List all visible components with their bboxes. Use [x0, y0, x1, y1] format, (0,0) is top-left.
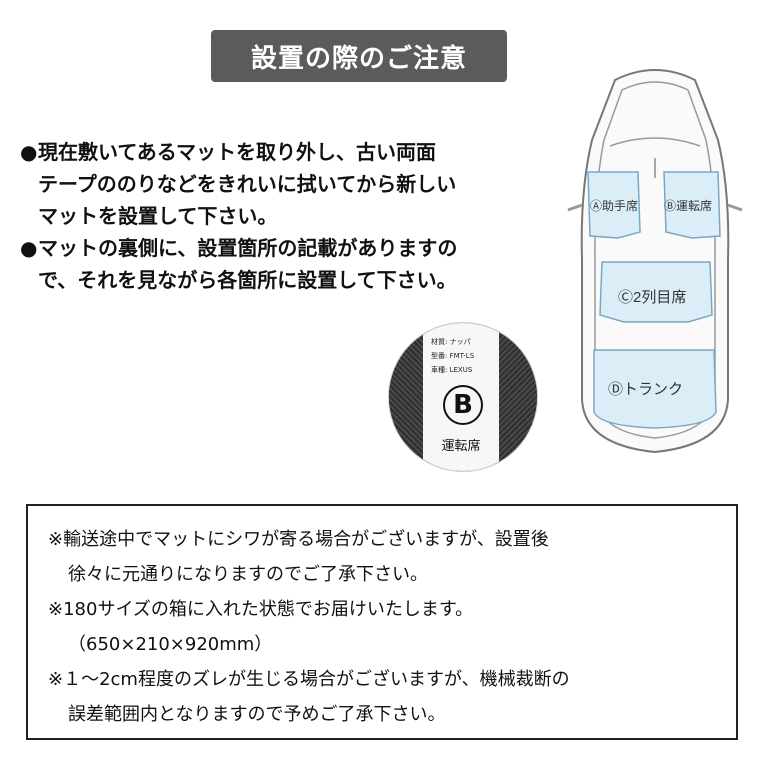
notice-line: 徐々に元通りになりますのでご了承下さい。: [68, 564, 428, 585]
car-windshield: [609, 137, 701, 147]
tag-material: 材質: ナッパ: [431, 338, 471, 346]
tag-letter: B: [443, 385, 483, 425]
tag-car: 車種: LEXUS: [431, 366, 473, 374]
notice-line: 誤差範囲内となりますので予めご了承下さい。: [68, 704, 446, 725]
mat-passenger: [587, 171, 641, 239]
instruction-line: で、それを見ながら各箇所に設置して下さい。: [38, 268, 457, 292]
carpet-texture: [499, 323, 537, 471]
mat-second-row: [599, 261, 713, 323]
notice-box: ※輸送途中でマットにシワが寄る場合がございますが、設置後 徐々に元通りになります…: [26, 504, 738, 740]
mat-label-c: Ⓒ2列目席: [618, 289, 686, 306]
instruction-line: マットを設置して下さい。: [38, 204, 278, 228]
instruction-line: テープののりなどをきれいに拭いてから新しい: [38, 172, 457, 196]
mat-label-a: Ⓐ助手席: [590, 198, 638, 213]
notice-line: （650×210×920mm）: [68, 634, 273, 655]
page-title: 設置の際のご注意: [250, 43, 467, 74]
car-mirror-left: [567, 203, 583, 212]
instruction-item: ●マットの裏側に、設置箇所の記載がありますの で、それを見ながら各箇所に設置して…: [20, 232, 580, 296]
notice-line: ※180サイズの箱に入れた状態でお届けいたします。: [48, 599, 474, 620]
notice-line: ※１〜2cm程度のズレが生じる場合がございますが、機械裁断の: [48, 669, 570, 690]
mat-back-label-photo: 材質: ナッパ 型番: FMT-LS 車種: LEXUS B 運転席: [388, 322, 538, 472]
title-banner: 設置の際のご注意: [211, 30, 507, 82]
bullet-dot: ●: [20, 140, 38, 164]
mat-label-b: Ⓑ運転席: [664, 198, 712, 213]
instruction-list: ●現在敷いてあるマットを取り外し、古い両面 テープののりなどをきれいに拭いてから…: [20, 136, 580, 296]
mat-driver: [663, 171, 721, 239]
label-tag: 材質: ナッパ 型番: FMT-LS 車種: LEXUS B 運転席: [423, 323, 499, 471]
instruction-line: マットの裏側に、設置箇所の記載がありますの: [38, 236, 458, 260]
carpet-texture: [389, 323, 423, 471]
instruction-item: ●現在敷いてあるマットを取り外し、古い両面 テープののりなどをきれいに拭いてから…: [20, 136, 580, 232]
bullet-dot: ●: [20, 236, 38, 260]
tag-seat: 運転席: [441, 439, 481, 454]
notice-line: ※輸送途中でマットにシワが寄る場合がございますが、設置後: [48, 529, 549, 550]
car-diagram: Ⓐ助手席 Ⓑ運転席 Ⓒ2列目席 Ⓓトランク: [567, 69, 743, 454]
notice-list: ※輸送途中でマットにシワが寄る場合がございますが、設置後 徐々に元通りになります…: [48, 522, 570, 732]
mat-label-d: Ⓓトランク: [608, 381, 683, 398]
mat-trunk: [593, 349, 717, 429]
car-mirror-right: [727, 203, 743, 212]
instruction-line: 現在敷いてあるマットを取り外し、古い両面: [38, 140, 436, 164]
tag-model: 型番: FMT-LS: [431, 352, 475, 360]
